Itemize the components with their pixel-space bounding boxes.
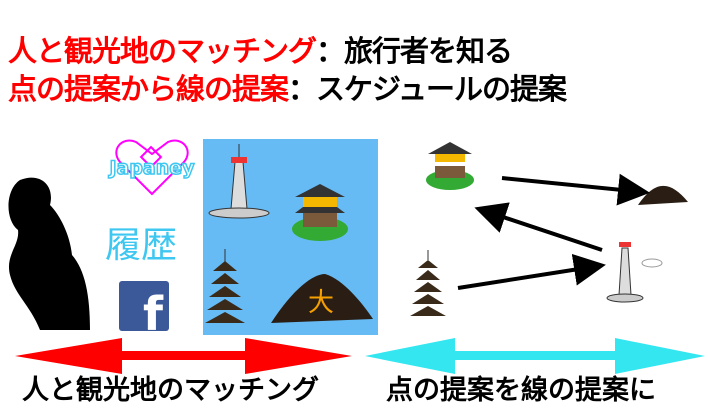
daimonji-mountain-icon: 大 [271, 274, 373, 323]
title-2-black: ：スケジュールの提案 [288, 72, 567, 106]
facebook-letter: f [142, 287, 163, 331]
mountain-char: 大 [308, 288, 334, 318]
pagoda-icon [205, 249, 245, 323]
kyoto-tower-icon [606, 242, 663, 303]
daimonji-mountain-icon [638, 185, 688, 205]
title-2-red: 点の提案から線の提案 [8, 72, 289, 106]
sightseeing-icons: 大 [205, 144, 373, 323]
bottom-right-label: 点の提案を線の提案に [386, 375, 656, 406]
thinker-silhouette-icon [8, 177, 91, 330]
route-diagram [410, 142, 688, 316]
japaney-logo: Japaney [107, 139, 196, 196]
title-line-1: 人と観光地のマッチング：旅行者を知る [8, 28, 513, 70]
kinkakuji-icon [426, 142, 474, 190]
pagoda-icon [410, 250, 446, 316]
title-1-red: 人と観光地のマッチング [8, 34, 317, 68]
arrow-tower-to-kinkakuji [474, 202, 603, 252]
title-line-2: 点の提案から線の提案：スケジュールの提案 [8, 66, 567, 108]
bottom-left-label: 人と観光地のマッチング [22, 375, 319, 406]
bottom-arrows [15, 338, 705, 374]
red-double-arrow [15, 338, 352, 374]
kinkakuji-icon [292, 184, 348, 241]
title-1-black: ：旅行者を知る [316, 34, 513, 68]
facebook-icon[interactable]: f [119, 281, 169, 331]
arrow-kinkakuji-to-mountain [501, 173, 650, 206]
arrow-pagoda-to-tower [457, 253, 606, 290]
japaney-logo-text: Japaney [107, 157, 195, 179]
cyan-double-arrow [365, 338, 705, 374]
history-label: 履歴 [105, 225, 178, 266]
kyoto-tower-icon [208, 144, 270, 219]
